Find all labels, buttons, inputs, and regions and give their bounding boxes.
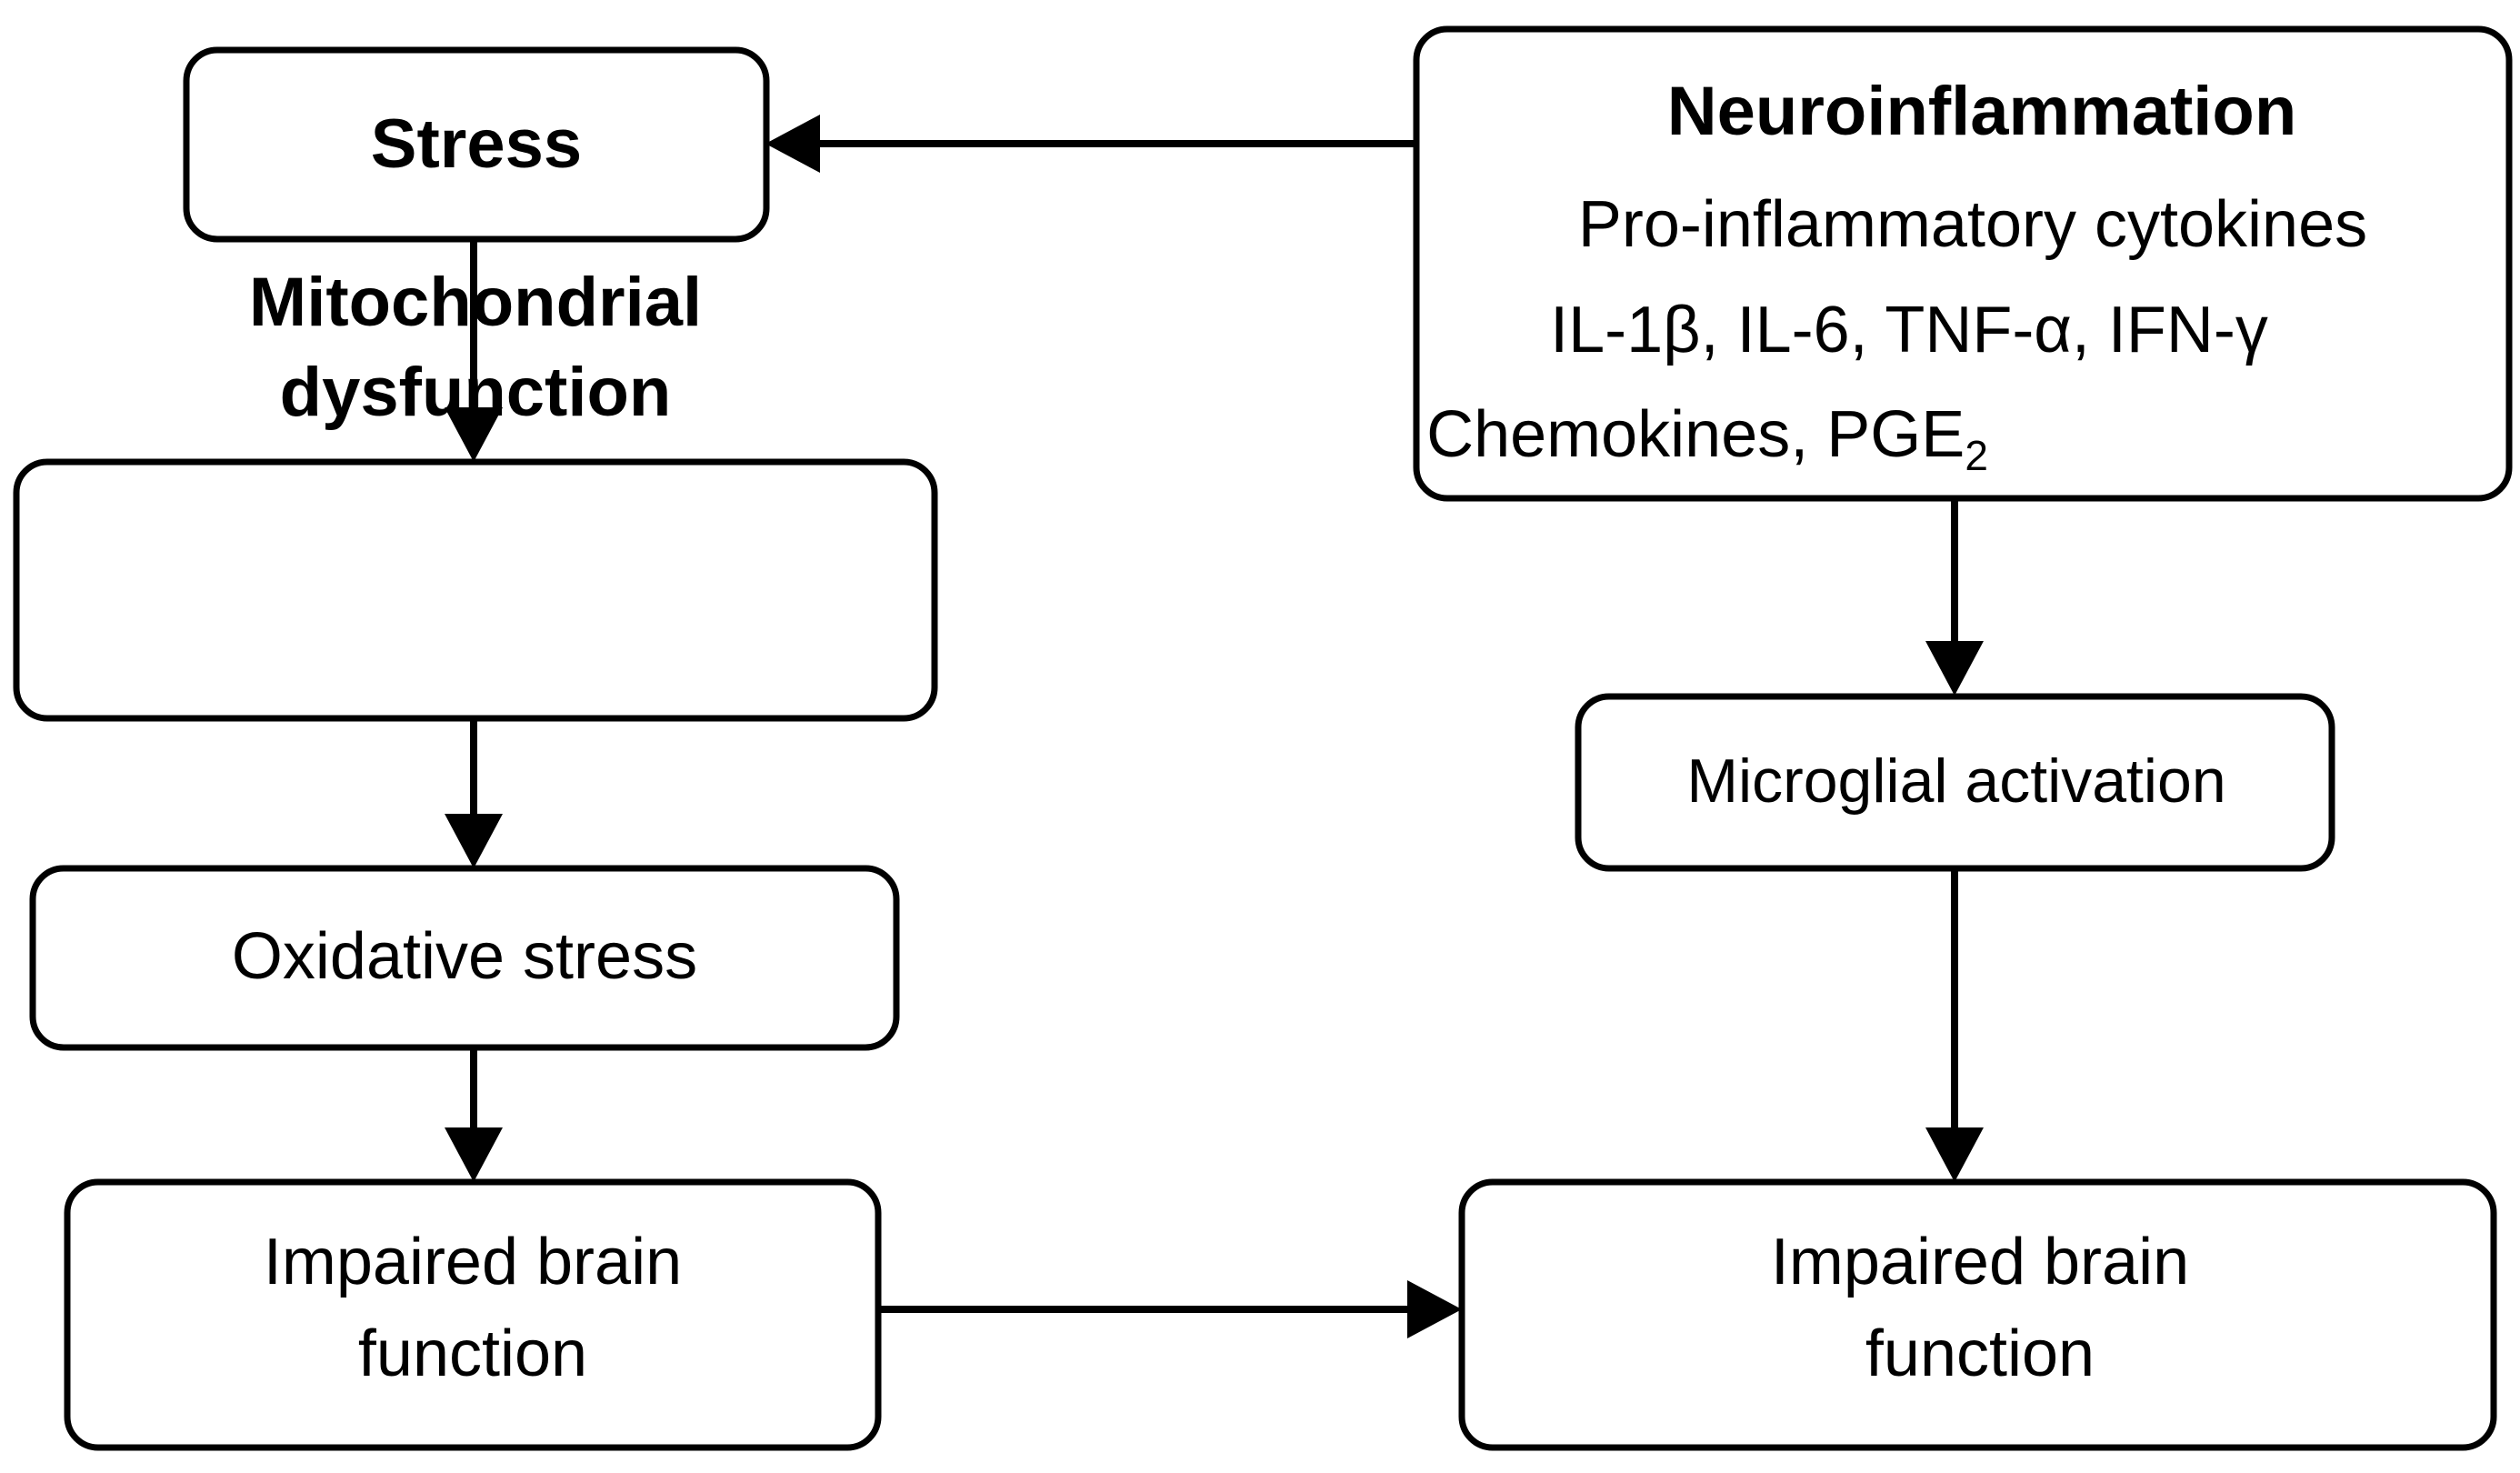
node-impaired-brain-function-right-shape[interactable] (1458, 1178, 2497, 1451)
node-neuroinflammation-line3-subscript: 2 (1965, 432, 1988, 479)
node-impaired-brain-function-right-label-line2: function (1865, 1318, 2095, 1390)
node-impaired-brain-function-left-label-line2: function (358, 1318, 587, 1390)
node-neuroinflammation-line1: Pro-inflammatory cytokines (1578, 188, 2367, 261)
node-microglial-activation-shape[interactable] (1575, 693, 2335, 872)
node-oxidative-stress[interactable]: Oxidative stress (29, 865, 900, 1051)
edge-oxidative-to-impaired-left (445, 1047, 503, 1182)
node-neuroinflammation-line3-main: Chemokines, PGE (1426, 398, 1965, 471)
node-microglial-activation[interactable]: Microglial activation (1575, 693, 2335, 872)
node-neuroinflammation-shape[interactable] (1413, 25, 2513, 502)
node-stress[interactable]: Stress (183, 46, 770, 243)
node-impaired-brain-function-left-label-line1: Impaired brain (264, 1226, 682, 1298)
node-stress-label: Stress (371, 105, 582, 183)
node-mitochondrial-dysfunction[interactable]: Mitochondrial dysfunction (13, 264, 938, 722)
edge-stress-to-mitochondrial (445, 241, 503, 462)
node-mitochondrial-dysfunction-shape[interactable] (13, 458, 938, 722)
node-neuroinflammation-line2: IL-1β, IL-6, TNF-α, IFN-γ (1550, 294, 2268, 366)
edge-neuroinflammation-to-stress (765, 115, 1416, 173)
node-neuroinflammation-line3: Chemokines, PGE2 (1426, 398, 1988, 479)
node-impaired-brain-function-right-label-line1: Impaired brain (1771, 1226, 2189, 1298)
node-neuroinflammation[interactable]: Neuroinflammation Pro-inflammatory cytok… (1413, 25, 2513, 502)
edge-microglial-to-impaired-right (1925, 868, 1984, 1182)
node-oxidative-stress-shape[interactable] (29, 865, 900, 1051)
node-impaired-brain-function-right[interactable]: Impaired brain function (1458, 1178, 2497, 1451)
node-mitochondrial-dysfunction-label-line1: Mitochondrial (249, 264, 702, 341)
node-stress-shape[interactable] (183, 46, 770, 243)
edge-neuroinflammation-to-microglial (1925, 498, 1984, 696)
edge-impaired-left-to-impaired-right (878, 1280, 1462, 1338)
node-oxidative-stress-label: Oxidative stress (232, 920, 697, 993)
node-impaired-brain-function-left[interactable]: Impaired brain function (64, 1178, 882, 1451)
node-mitochondrial-dysfunction-label-line2: dysfunction (280, 354, 672, 431)
edge-mitochondrial-to-oxidative (445, 718, 503, 868)
node-microglial-activation-label: Microglial activation (1686, 747, 2225, 816)
node-neuroinflammation-heading: Neuroinflammation (1667, 73, 2297, 150)
node-impaired-brain-function-left-shape[interactable] (64, 1178, 882, 1451)
